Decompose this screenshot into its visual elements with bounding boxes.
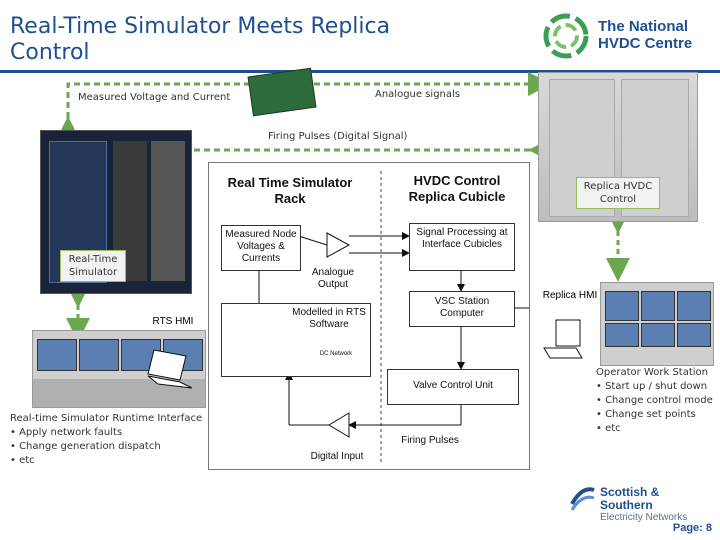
- runtime-item: Apply network faults: [10, 426, 206, 440]
- replica-hvdc-control-label: Replica HVDC Control: [576, 177, 660, 209]
- ssen-line-2: Electricity Networks: [600, 512, 688, 523]
- real-time-simulator-label: Real-Time Simulator: [60, 250, 126, 282]
- digital-input-text: Digital Input: [310, 451, 364, 462]
- ssen-logo-icon: [570, 487, 595, 511]
- analogue-output-text: Analogue Output: [311, 267, 355, 290]
- computer-icon: [543, 319, 583, 359]
- valve-control-box: Valve Control Unit: [387, 369, 519, 405]
- runtime-interface-panel: Real-time Simulator Runtime Interface Ap…: [10, 412, 206, 468]
- measured-label: Measured Voltage and Current: [78, 92, 231, 103]
- system-diagram: Real Time Simulator Rack HVDC Control Re…: [208, 162, 530, 470]
- runtime-interface-list: Apply network faults Change generation d…: [10, 426, 206, 468]
- analogue-signals-label: Analogue signals: [375, 89, 461, 100]
- slide-title: Real-Time Simulator Meets Replica Contro…: [10, 14, 391, 65]
- operator-item: Change set points: [596, 408, 718, 422]
- operator-workstation-image: [600, 282, 714, 366]
- modelled-text: Modelled in RTS Software: [292, 307, 366, 330]
- valve-control-text: Valve Control Unit: [413, 380, 493, 391]
- signal-processing-box: Signal Processing at Interface Cubicles: [409, 223, 515, 271]
- operator-item: Start up / shut down: [596, 380, 718, 394]
- rts-rack-title: Real Time Simulator Rack: [227, 175, 353, 206]
- rts-hmi-label: RTS HMI: [152, 316, 194, 327]
- title-rule: [0, 70, 720, 73]
- modelled-box: Modelled in RTS Software: [221, 303, 371, 377]
- national-hvdc-centre-logo: The National HVDC Centre: [542, 12, 710, 60]
- firing-digital-label: Firing Pulses (Digital Signal): [268, 131, 408, 142]
- runtime-item: Change generation dispatch: [10, 440, 206, 454]
- ssen-logo: Scottish & Southern Electricity Networks: [568, 484, 714, 523]
- logo-line-1: The National: [598, 18, 689, 35]
- operator-item: etc: [596, 422, 718, 436]
- laptop-icon: [147, 349, 193, 389]
- replica-hmi-label: Replica HMI: [542, 290, 598, 301]
- hvdc-cubicle-title: HVDC Control Replica Cubicle: [408, 173, 506, 204]
- runtime-interface-title: Real-time Simulator Runtime Interface: [10, 413, 203, 424]
- vsc-station-text: VSC Station Computer: [434, 296, 490, 319]
- vsc-station-box: VSC Station Computer: [409, 291, 515, 327]
- measured-node-text: Measured Node Voltages & Currents: [225, 229, 297, 264]
- operator-item: Change control mode: [596, 394, 718, 408]
- dc-network-text: DC Network: [319, 351, 353, 357]
- hvdc-logo-icon: [543, 13, 589, 59]
- logo-line-2: HVDC Centre: [598, 35, 693, 52]
- signal-processing-text: Signal Processing at Interface Cubicles: [416, 227, 508, 250]
- page-number: Page: 8: [672, 522, 712, 534]
- measured-node-box: Measured Node Voltages & Currents: [221, 225, 301, 271]
- operator-list: Start up / shut down Change control mode…: [596, 380, 718, 436]
- operator-title: Operator Work Station: [596, 367, 708, 378]
- operator-workstation-panel: Operator Work Station Start up / shut do…: [596, 366, 718, 436]
- firing-pulses-text: Firing Pulses: [401, 435, 459, 446]
- ssen-line-1: Scottish & Southern: [600, 485, 660, 512]
- runtime-item: etc: [10, 454, 206, 468]
